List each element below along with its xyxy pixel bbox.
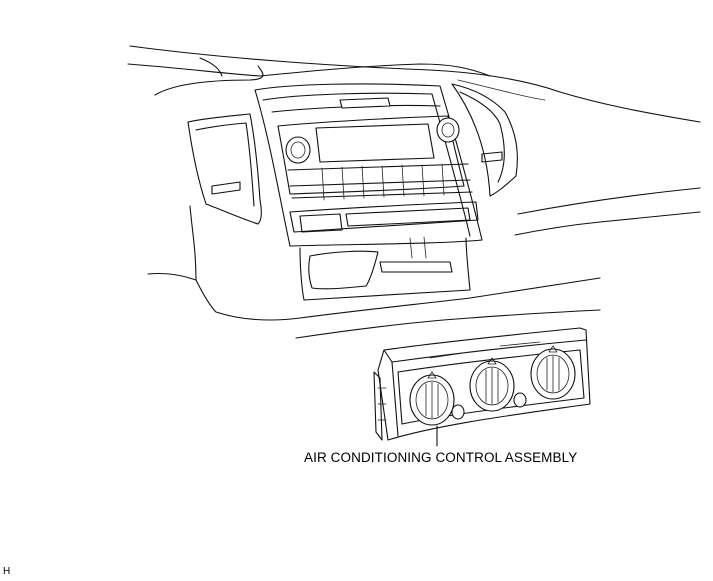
volume-knob-icon — [285, 136, 311, 164]
mode-selector-knob-icon — [469, 357, 515, 412]
audio-head-unit — [277, 115, 473, 201]
dashboard-lower-contour — [147, 187, 701, 339]
right-air-vent — [451, 83, 518, 197]
ac-button-icon — [451, 404, 465, 420]
callout-label: AIR CONDITIONING CONTROL ASSEMBLY — [304, 450, 578, 465]
fan-speed-knob-icon — [409, 371, 455, 426]
dashboard-top-contour — [127, 45, 701, 123]
left-air-vent — [187, 113, 262, 225]
ac-control-assembly — [373, 327, 591, 441]
console-lower-pocket — [289, 201, 479, 301]
center-console — [254, 83, 483, 247]
corner-code: H — [3, 566, 11, 577]
temperature-knob-icon — [530, 345, 576, 400]
tune-knob-icon — [436, 117, 460, 143]
recirculation-button-icon — [513, 392, 527, 408]
